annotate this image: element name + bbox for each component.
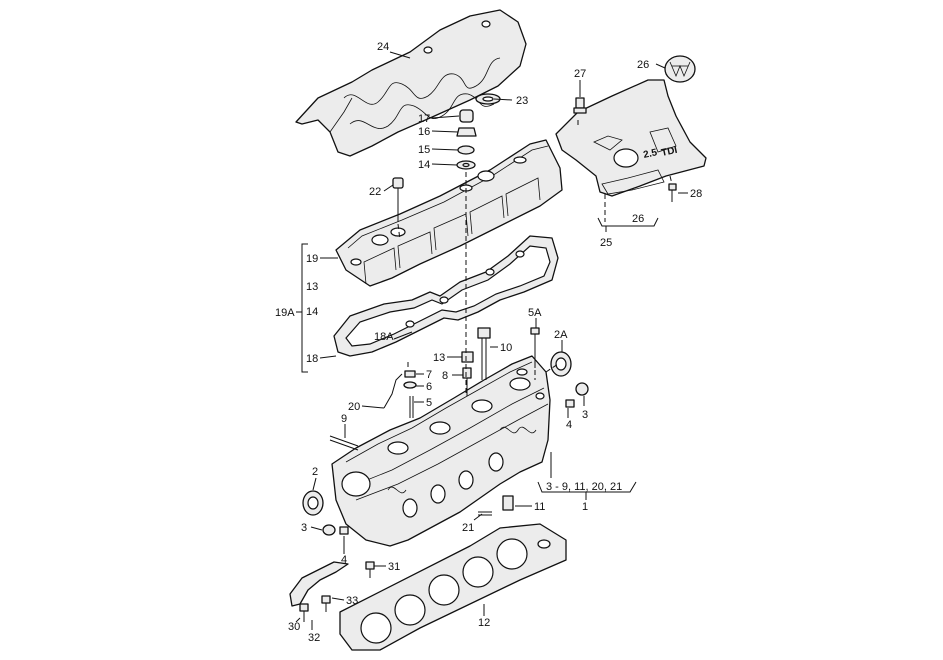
oil-seal-part-2 xyxy=(302,490,324,516)
label-4-right: 4 xyxy=(566,419,572,431)
plug-part-3-right xyxy=(575,382,589,396)
label-31: 31 xyxy=(388,561,400,573)
cap-part-17 xyxy=(459,109,474,123)
seal-part-15 xyxy=(457,145,475,155)
stud-part-8 xyxy=(462,367,472,396)
label-3-9-11-20-21: 3 - 9, 11, 20, 21 xyxy=(546,481,622,493)
label-15: 15 xyxy=(418,144,430,156)
label-14-bracket: 14 xyxy=(306,306,318,318)
bolt-part-32 xyxy=(299,603,309,622)
label-17: 17 xyxy=(418,113,430,125)
bolt-part-10 xyxy=(477,327,491,380)
label-12: 12 xyxy=(478,617,490,629)
plug-part-4 xyxy=(339,526,349,535)
label-6: 6 xyxy=(426,381,432,393)
oil-seal-part-2a xyxy=(550,351,572,377)
bush-part-13 xyxy=(461,351,474,363)
label-23: 23 xyxy=(516,95,528,107)
label-2a: 2A xyxy=(554,329,568,341)
label-20: 20 xyxy=(348,401,360,413)
tdi-badge: TDI xyxy=(660,145,678,159)
label-3: 3 xyxy=(301,522,307,534)
label-26-bracket: 26 xyxy=(632,213,644,225)
engine-size-badge: 2.5 xyxy=(642,147,658,161)
label-16: 16 xyxy=(418,126,430,138)
label-8: 8 xyxy=(442,370,448,382)
label-14: 14 xyxy=(418,159,430,171)
bolt-part-22 xyxy=(392,177,404,222)
label-30: 30 xyxy=(288,621,300,633)
label-7: 7 xyxy=(426,369,432,381)
front-cover-part-25: 2.5 TDI xyxy=(555,79,707,197)
engine-cover-part-24 xyxy=(295,9,527,157)
label-11: 11 xyxy=(534,501,545,513)
washer-part-14 xyxy=(456,160,476,170)
plug-part-4-right xyxy=(565,399,575,408)
head-cover-part-19 xyxy=(335,139,563,287)
plug-part-3 xyxy=(322,524,336,536)
label-18: 18 xyxy=(306,353,318,365)
label-28: 28 xyxy=(690,188,702,200)
stud-part-5 xyxy=(409,396,414,418)
nut-part-16 xyxy=(456,127,477,137)
label-21: 21 xyxy=(462,522,474,534)
label-32: 32 xyxy=(308,632,320,644)
bolt-part-33 xyxy=(321,595,331,612)
leader-lines xyxy=(295,51,688,630)
label-2: 2 xyxy=(312,466,318,478)
pipe-part-20 xyxy=(383,373,403,409)
label-13: 13 xyxy=(306,281,318,293)
label-5a: 5A xyxy=(528,307,542,319)
bolt-part-28 xyxy=(668,183,677,202)
label-4: 4 xyxy=(341,554,347,566)
label-26: 26 xyxy=(637,59,649,71)
label-3-right: 3 xyxy=(582,409,588,421)
stud-part-9 xyxy=(329,435,359,451)
gasket-part-18 xyxy=(333,235,559,357)
emblem-part-26 xyxy=(664,55,696,83)
nut-part-7 xyxy=(404,370,416,378)
label-19: 19 xyxy=(306,253,318,265)
label-27: 27 xyxy=(574,68,586,80)
label-5: 5 xyxy=(426,397,432,409)
stud-part-5a xyxy=(530,327,540,368)
callout-labels: 24 23 26 27 17 16 15 14 22 28 26 25 19 1… xyxy=(275,41,702,644)
label-18a: 18A xyxy=(374,331,394,343)
label-33: 33 xyxy=(346,595,358,607)
label-1: 1 xyxy=(582,501,588,513)
label-13-right: 13 xyxy=(433,352,445,364)
label-22: 22 xyxy=(369,186,381,198)
label-25: 25 xyxy=(600,237,612,249)
cylinder-head-part-1 xyxy=(331,355,551,547)
label-9: 9 xyxy=(341,413,347,425)
screw-part-27 xyxy=(573,97,587,114)
label-24: 24 xyxy=(377,41,389,53)
head-gasket-part-12 xyxy=(339,523,567,651)
group-brackets xyxy=(296,217,659,500)
stud-part-21 xyxy=(478,511,492,516)
label-10: 10 xyxy=(500,342,512,354)
sleeve-part-11 xyxy=(502,495,514,511)
bracket-part-30 xyxy=(289,561,349,607)
bolt-part-31 xyxy=(365,561,375,578)
washer-part-6 xyxy=(403,381,417,389)
label-19a: 19A xyxy=(275,307,295,319)
